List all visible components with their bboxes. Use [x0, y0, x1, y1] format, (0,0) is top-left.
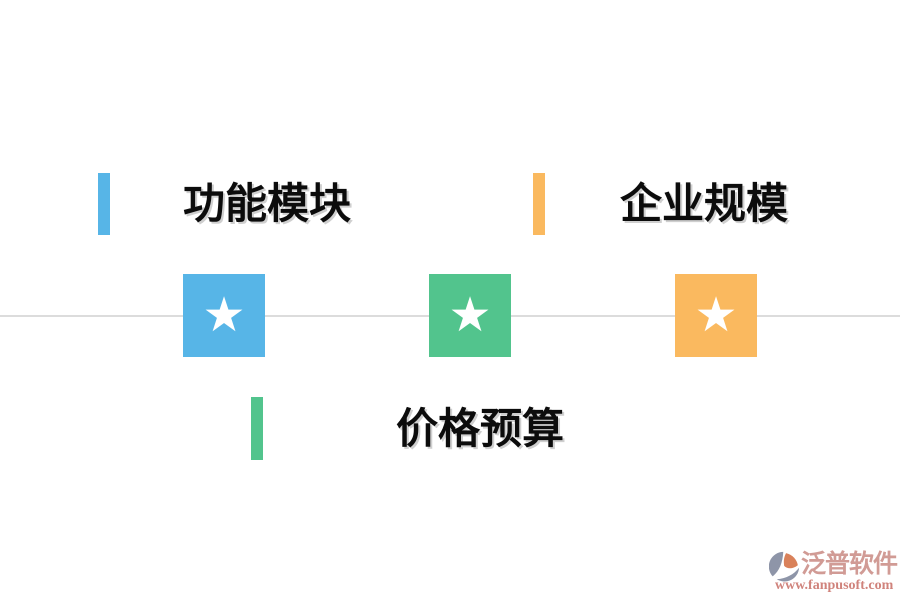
watermark-url-text: www.fanpusoft.com: [775, 578, 894, 593]
category-label-price-budget: 价格预算: [396, 405, 565, 452]
star-icon: ★: [694, 286, 738, 343]
fanpu-logo-icon: [769, 551, 800, 582]
accent-bar-orange: [533, 173, 545, 235]
star-tile-orange: ★: [675, 274, 757, 357]
logo-orange-petal: [783, 553, 798, 569]
logo-bottom-wedge: [776, 567, 800, 582]
star-tile-blue: ★: [183, 274, 265, 357]
star-icon: ★: [202, 286, 246, 343]
category-label-enterprise-scale: 企业规模: [620, 180, 789, 227]
accent-bar-blue: [98, 173, 110, 235]
watermark-brand-text: 泛普软件: [801, 550, 898, 578]
logo-left-crescent: [769, 551, 784, 577]
star-icon: ★: [448, 286, 492, 343]
fanpu-watermark: 泛普软件 www.fanpusoft.com: [765, 548, 900, 598]
star-tile-green: ★: [429, 274, 511, 357]
accent-bar-green: [251, 397, 263, 460]
category-label-function-modules: 功能模块: [183, 180, 352, 227]
